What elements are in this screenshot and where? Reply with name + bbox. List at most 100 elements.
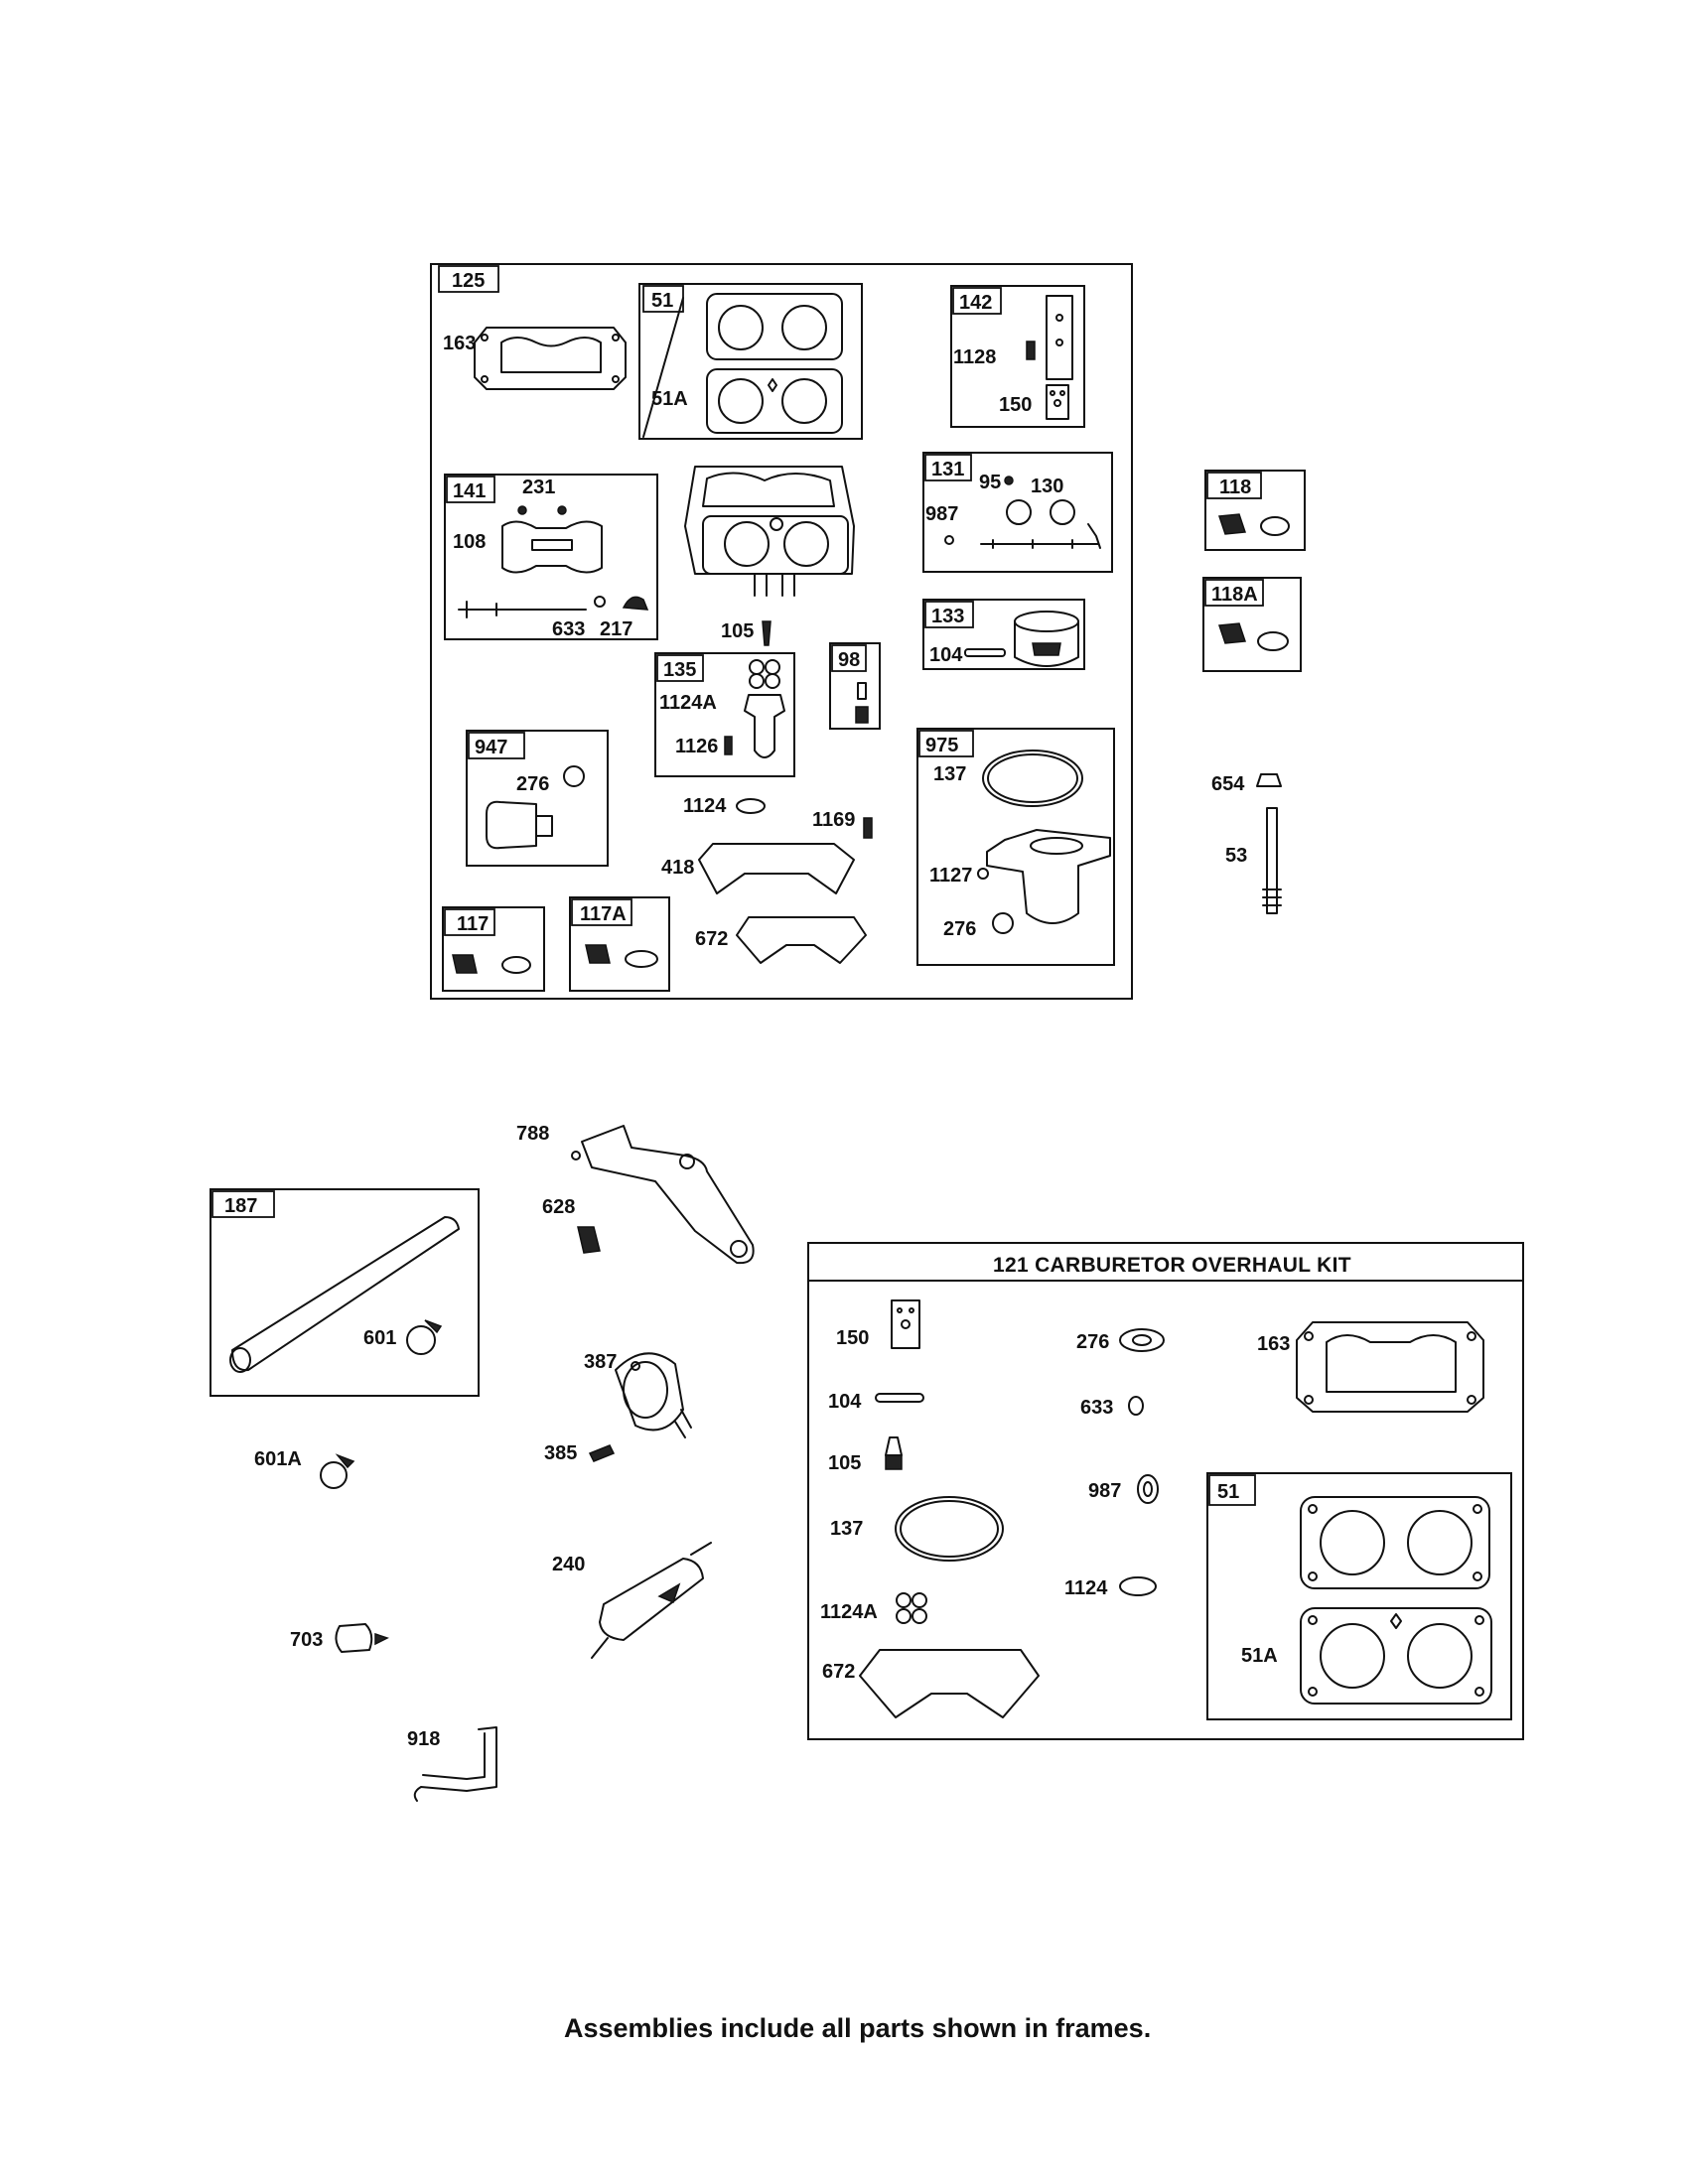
gasket-418: 418: [661, 843, 855, 894]
part-label-217: 217: [600, 618, 632, 640]
part-label-231: 231: [522, 477, 555, 498]
part-label-1124a: 1124A: [659, 692, 717, 714]
part-label-628: 628: [542, 1196, 575, 1218]
frame-label-118a: 118A: [1211, 584, 1258, 606]
frame-135: 135 1124A 1126: [654, 652, 795, 777]
frame-label-142: 142: [959, 292, 992, 314]
frame-label-141: 141: [453, 480, 486, 502]
part-label-276: 276: [516, 773, 549, 795]
frame-51-kit: 51 51A: [1206, 1472, 1512, 1720]
part-label-163: 163: [443, 333, 476, 354]
part-label-104: 104: [929, 644, 963, 666]
part-label-418: 418: [661, 857, 694, 879]
kit-label-51a: 51A: [1241, 1645, 1278, 1667]
kit-label-276: 276: [1076, 1331, 1109, 1353]
kit-gasket-163: 163: [1257, 1321, 1484, 1413]
fuel-pump-387: 387: [584, 1351, 692, 1438]
frame-975: 975 137 1127 276: [916, 728, 1115, 966]
part-label-918: 918: [407, 1728, 440, 1750]
carburetor-body: [684, 466, 855, 597]
part-label-1128: 1128: [953, 346, 996, 368]
part-label-633: 633: [552, 618, 585, 640]
part-label-1126: 1126: [675, 736, 718, 757]
bracket-788: 788: [516, 1123, 755, 1265]
gasket-672: 672: [695, 916, 867, 964]
part-label-150: 150: [999, 394, 1032, 416]
kit-washer-633: 633: [1080, 1396, 1144, 1419]
part-label-1127: 1127: [929, 865, 972, 887]
kit-title: 121 CARBURETOR OVERHAUL KIT: [993, 1254, 1351, 1277]
frame-125: 125: [430, 263, 1133, 1000]
frame-label-947: 947: [475, 737, 507, 758]
part-label-654: 654: [1211, 773, 1245, 795]
part-label-276b: 276: [943, 918, 976, 940]
kit-label-163: 163: [1257, 1333, 1290, 1355]
screw-628: 628: [542, 1196, 601, 1254]
part-label-108: 108: [453, 531, 486, 553]
part-label-987: 987: [925, 503, 958, 525]
frame-947: 947 276: [466, 730, 609, 867]
kit-washer-276: 276: [1076, 1328, 1165, 1353]
kit-gasket-672: 672: [822, 1649, 1040, 1718]
kit-label-987: 987: [1088, 1480, 1121, 1502]
part-label-601a: 601A: [254, 1448, 302, 1470]
fuel-filter-240: 240: [552, 1542, 712, 1659]
frame-label-51: 51: [651, 290, 673, 312]
kit-washer-1124: 1124: [1064, 1576, 1157, 1599]
frame-label-135: 135: [663, 659, 696, 681]
part-label-788: 788: [516, 1123, 549, 1145]
part-label-51a: 51A: [651, 388, 688, 410]
kit-label-137: 137: [830, 1518, 863, 1540]
frame-117: 117: [442, 906, 545, 992]
part-label-601: 601: [363, 1327, 396, 1349]
screw-1169: 1169: [812, 809, 873, 839]
frame-187: 187 601: [210, 1188, 480, 1397]
frame-51-top: 51 51A: [638, 283, 863, 440]
frame-131: 131 95 130 987: [922, 452, 1113, 573]
frame-98: 98: [829, 642, 881, 730]
kit-label-105: 105: [828, 1452, 861, 1474]
part-label-240: 240: [552, 1554, 585, 1575]
frame-133: 133 104: [922, 599, 1085, 670]
frame-label-118: 118: [1219, 477, 1251, 498]
kit-gasket-150: 150: [836, 1299, 920, 1349]
frame-142: 142 1128 150: [950, 285, 1085, 428]
page-caption: Assemblies include all parts shown in fr…: [564, 2013, 1151, 2043]
kit-label-633: 633: [1080, 1397, 1113, 1419]
clamp-601a: 601A: [254, 1448, 355, 1489]
part-label-53: 53: [1225, 845, 1247, 867]
frame-121-overhaul-kit: 121 CARBURETOR OVERHAUL KIT: [807, 1242, 1524, 1740]
part-label-95: 95: [979, 472, 1001, 493]
part-label-672: 672: [695, 928, 728, 950]
kit-seal-987: 987: [1088, 1474, 1159, 1504]
kit-label-1124a: 1124A: [820, 1601, 878, 1623]
part-label-703: 703: [290, 1629, 323, 1651]
clip-703: 703: [290, 1623, 389, 1653]
frame-141: 141 231 108 633 217: [444, 474, 658, 640]
frame-label-975: 975: [925, 735, 958, 756]
kit-oring-137: 137: [830, 1496, 1004, 1562]
frame-label-125: 125: [452, 270, 485, 292]
stud-53: 53: [1225, 807, 1282, 914]
kit-needle-105: 105: [828, 1436, 903, 1474]
frame-label-187: 187: [224, 1195, 257, 1217]
frame-label-117a: 117A: [580, 903, 627, 925]
part-label-137: 137: [933, 763, 966, 785]
frame-118a: 118A: [1202, 577, 1302, 672]
kit-label-150: 150: [836, 1327, 869, 1349]
frame-118: 118: [1204, 470, 1306, 551]
part-label-1124: 1124: [683, 795, 727, 817]
nut-654: 654: [1211, 773, 1282, 795]
jet-105: 105: [721, 620, 772, 646]
kit-pin-104: 104: [828, 1391, 924, 1413]
part-label-130: 130: [1031, 476, 1063, 497]
kit-seal-1124a: 1124A: [820, 1592, 927, 1624]
part-label-105: 105: [721, 620, 754, 642]
frame-label-133: 133: [931, 606, 964, 627]
screw-385: 385: [544, 1442, 616, 1464]
part-label-387: 387: [584, 1351, 617, 1373]
washer-1124: 1124: [683, 795, 766, 817]
kit-label-1124: 1124: [1064, 1577, 1108, 1599]
part-label-385: 385: [544, 1442, 577, 1464]
